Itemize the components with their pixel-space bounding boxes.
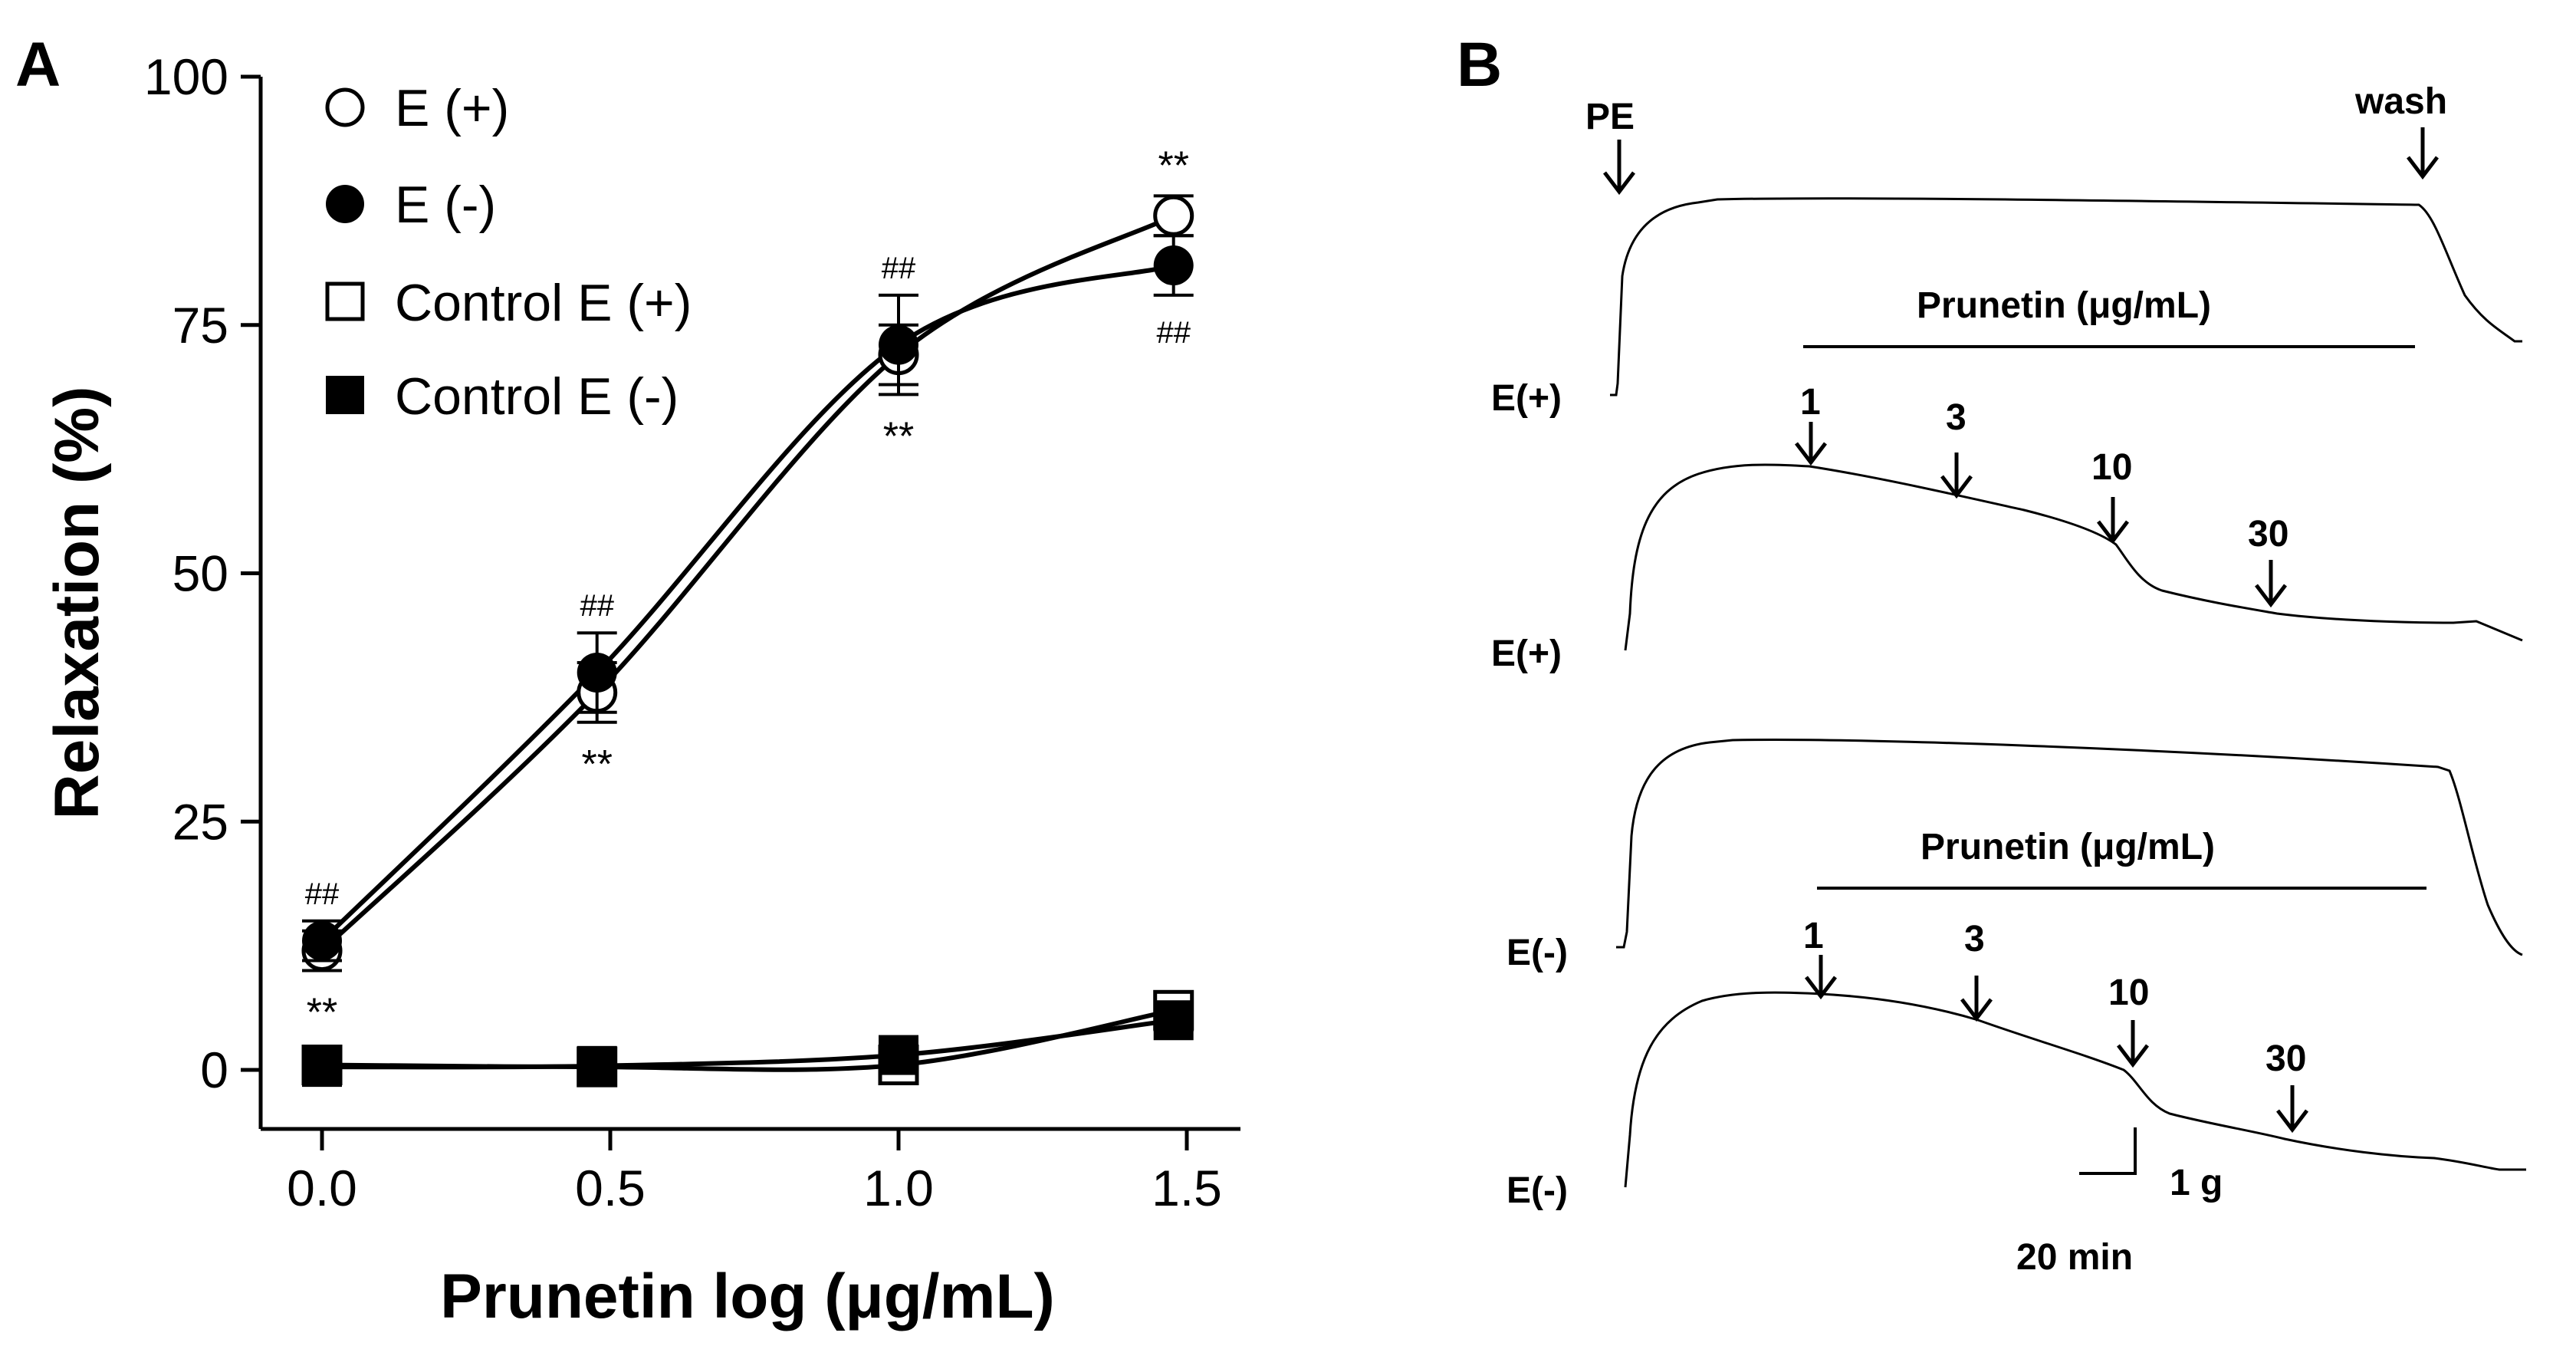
trace-line	[1616, 739, 2523, 956]
trace-1-e-plus-pe: PE wash E(+)	[1491, 81, 2522, 419]
trace-line	[1610, 197, 2522, 397]
dose-arrow-3	[1960, 976, 1993, 1022]
panel-b-label: B	[1457, 30, 1502, 100]
trace-2-e-plus-prunetin: 1 3 10 30 E(+)	[1491, 382, 2523, 674]
dose-arrow-3	[1940, 453, 1973, 499]
scale-bar: 1 g 20 min	[2016, 1127, 2223, 1278]
significance-hash: ##	[1156, 316, 1191, 350]
dose-label-10: 10	[2108, 972, 2149, 1013]
y-tick-label: 100	[144, 48, 228, 105]
panel-a-label: A	[15, 30, 61, 100]
legend: E (+) E (-) Control E (+) Control E (-)	[325, 79, 692, 426]
y-tick-label: 75	[172, 297, 228, 354]
data-point-open-circle	[1153, 195, 1194, 236]
significance-hash: ##	[305, 877, 340, 911]
data-point-filled-square	[879, 1035, 918, 1075]
y-tick-label: 50	[172, 545, 228, 602]
x-tick-label: 1.0	[863, 1160, 934, 1216]
dose-label-1: 1	[1803, 916, 1824, 956]
significance-hash: ##	[580, 589, 614, 623]
wash-arrow	[2407, 127, 2439, 180]
dose-arrow-1	[1805, 955, 1837, 1000]
legend-label: E (+)	[395, 79, 509, 137]
trace-label-e-minus-2: E(-)	[1506, 1170, 1568, 1211]
dose-label-10: 10	[2091, 447, 2132, 488]
panel-b: B PE wash E(+) Prunetin (μg/mL)	[1457, 30, 2526, 1278]
data-point-filled-square	[1153, 1000, 1194, 1041]
trace-label-e-plus-1: E(+)	[1491, 378, 1562, 419]
dose-label-3: 3	[1964, 919, 1985, 959]
legend-item-control-e-minus: Control E (-)	[326, 367, 678, 426]
prunetin-label-2: Prunetin (μg/mL)	[1921, 827, 2215, 867]
trace-4-e-minus-prunetin: 1 3 10 30 E(-)	[1506, 916, 2526, 1211]
legend-marker-filled-circle	[326, 185, 364, 223]
legend-item-control-e-plus: Control E (+)	[325, 274, 692, 332]
x-axis-label: Prunetin log (μg/mL)	[440, 1262, 1055, 1331]
fit-curve-0	[320, 213, 1175, 953]
legend-item-e-plus: E (+)	[325, 79, 509, 137]
scale-y-label: 1 g	[2170, 1163, 2223, 1203]
data-point-filled-circle	[879, 324, 918, 365]
trace-line	[1624, 463, 2523, 651]
significance-stars: **	[581, 742, 612, 787]
x-tick-label: 0.0	[287, 1160, 357, 1216]
dose-label-3: 3	[1946, 397, 1967, 438]
dose-label-30: 30	[2266, 1038, 2306, 1079]
fit-curves	[320, 213, 1175, 1072]
trace-label-e-plus-2: E(+)	[1491, 634, 1562, 674]
pe-label: PE	[1585, 97, 1635, 137]
legend-label: Control E (-)	[395, 367, 678, 426]
significance-stars: **	[1158, 143, 1188, 188]
dose-arrow-10	[2117, 1020, 2149, 1068]
dose-arrow-30	[2255, 560, 2287, 608]
data-points	[301, 194, 1194, 1088]
dose-label-30: 30	[2248, 514, 2288, 555]
prunetin-label-1: Prunetin (μg/mL)	[1917, 285, 2211, 326]
legend-item-e-minus: E (-)	[326, 176, 496, 234]
significance-stars: **	[307, 991, 337, 1035]
dose-label-1: 1	[1800, 382, 1821, 423]
legend-marker-filled-square	[326, 376, 364, 414]
y-ticks: 0 25 50 75 100	[144, 48, 261, 1098]
significance-annotations: ## ** ## ** ## ** ** ##	[305, 143, 1191, 1035]
trace-line	[1624, 991, 2526, 1188]
data-point-filled-circle	[577, 653, 617, 693]
pe-arrow	[1603, 140, 1635, 196]
x-tick-label: 0.5	[575, 1160, 646, 1216]
significance-stars: **	[883, 414, 914, 459]
legend-label: E (-)	[395, 176, 496, 234]
x-ticks: 0.0 0.5 1.0 1.5	[287, 1129, 1222, 1216]
x-tick-label: 1.5	[1152, 1160, 1222, 1216]
significance-hash: ##	[882, 252, 916, 285]
dose-arrow-10	[2097, 497, 2129, 545]
data-point-filled-square	[577, 1045, 617, 1086]
dose-arrow-1	[1795, 422, 1827, 466]
trace-3-e-minus-pe: E(-)	[1506, 739, 2523, 973]
trace-label-e-minus-1: E(-)	[1506, 933, 1568, 973]
legend-marker-open-square	[325, 281, 365, 321]
wash-label: wash	[2354, 81, 2447, 122]
scale-bar-lines	[2079, 1127, 2137, 1175]
y-axis-label: Relaxation (%)	[42, 387, 112, 820]
fit-curve-3	[321, 1018, 1175, 1070]
scale-x-label: 20 min	[2016, 1237, 2133, 1278]
data-point-filled-square	[302, 1047, 342, 1088]
data-point-filled-circle	[302, 920, 342, 961]
legend-label: Control E (+)	[395, 274, 692, 332]
fit-curve-1	[320, 263, 1175, 943]
legend-marker-open-circle	[325, 87, 365, 127]
data-point-filled-circle	[1153, 245, 1194, 286]
y-tick-label: 25	[172, 793, 228, 850]
panel-a: A 0 25 50 75 100 0.0 0.5 1.0 1.5 Relaxation (%)…	[15, 30, 1240, 1331]
dose-arrow-30	[2276, 1085, 2308, 1134]
y-tick-label: 0	[200, 1042, 228, 1098]
